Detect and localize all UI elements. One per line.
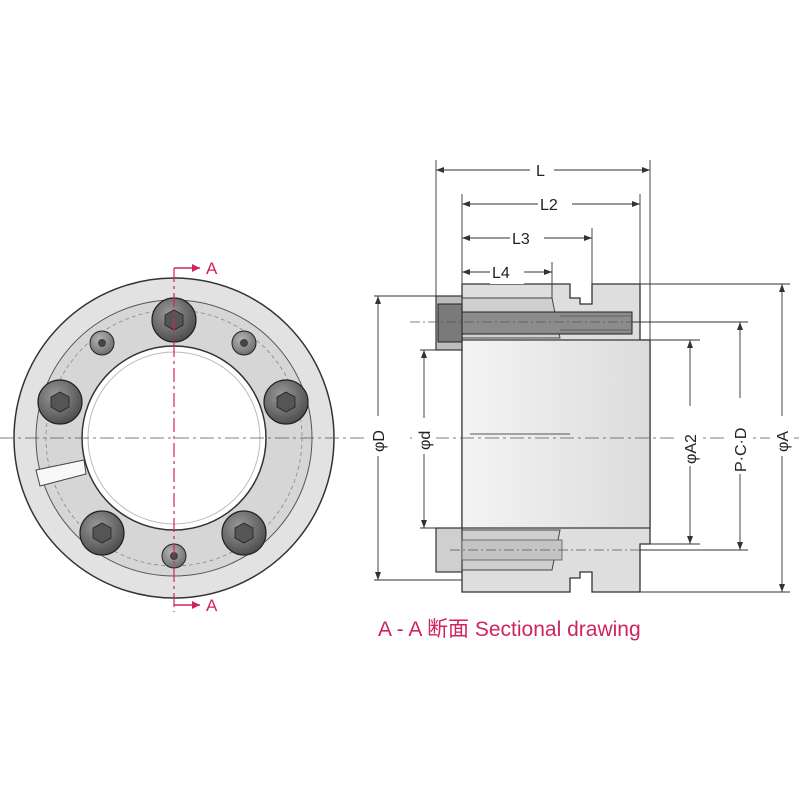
socket-bolt [263, 379, 309, 425]
dim-label-phid: φd [417, 431, 434, 450]
dim-label-L2: L2 [540, 197, 558, 214]
section-caption: A - A 断面 Sectional drawing [378, 618, 641, 641]
pusher-screw [231, 330, 257, 356]
socket-bolt [221, 510, 267, 556]
pusher-screw [89, 330, 115, 356]
bolt-head [437, 303, 463, 343]
dim-label-L: L [536, 163, 545, 180]
dim-label-phiA2: φA2 [683, 434, 700, 464]
dim-label-phiD: φD [371, 430, 388, 452]
socket-bolt [37, 379, 83, 425]
bolt-shank [461, 311, 633, 335]
arrow-head-bottom [192, 601, 200, 609]
dimension-arrows [375, 167, 785, 592]
socket-bolt [79, 510, 125, 556]
section-mark-top: A [206, 259, 218, 278]
dim-label-PCD: P·C·D [733, 428, 750, 472]
label-backgrounds [366, 158, 794, 474]
dim-label-phiA: φA [775, 431, 792, 452]
front-view: A A [0, 259, 365, 615]
dim-label-L3: L3 [512, 231, 530, 248]
dim-label-L4: L4 [492, 265, 510, 282]
section-mark-bottom: A [206, 596, 218, 615]
slit [35, 459, 87, 487]
arrow-head-top [192, 264, 200, 272]
section-view: L L2 L3 L4 φD φd φA2 P·C·D φA A - A 断面 S… [366, 158, 800, 641]
